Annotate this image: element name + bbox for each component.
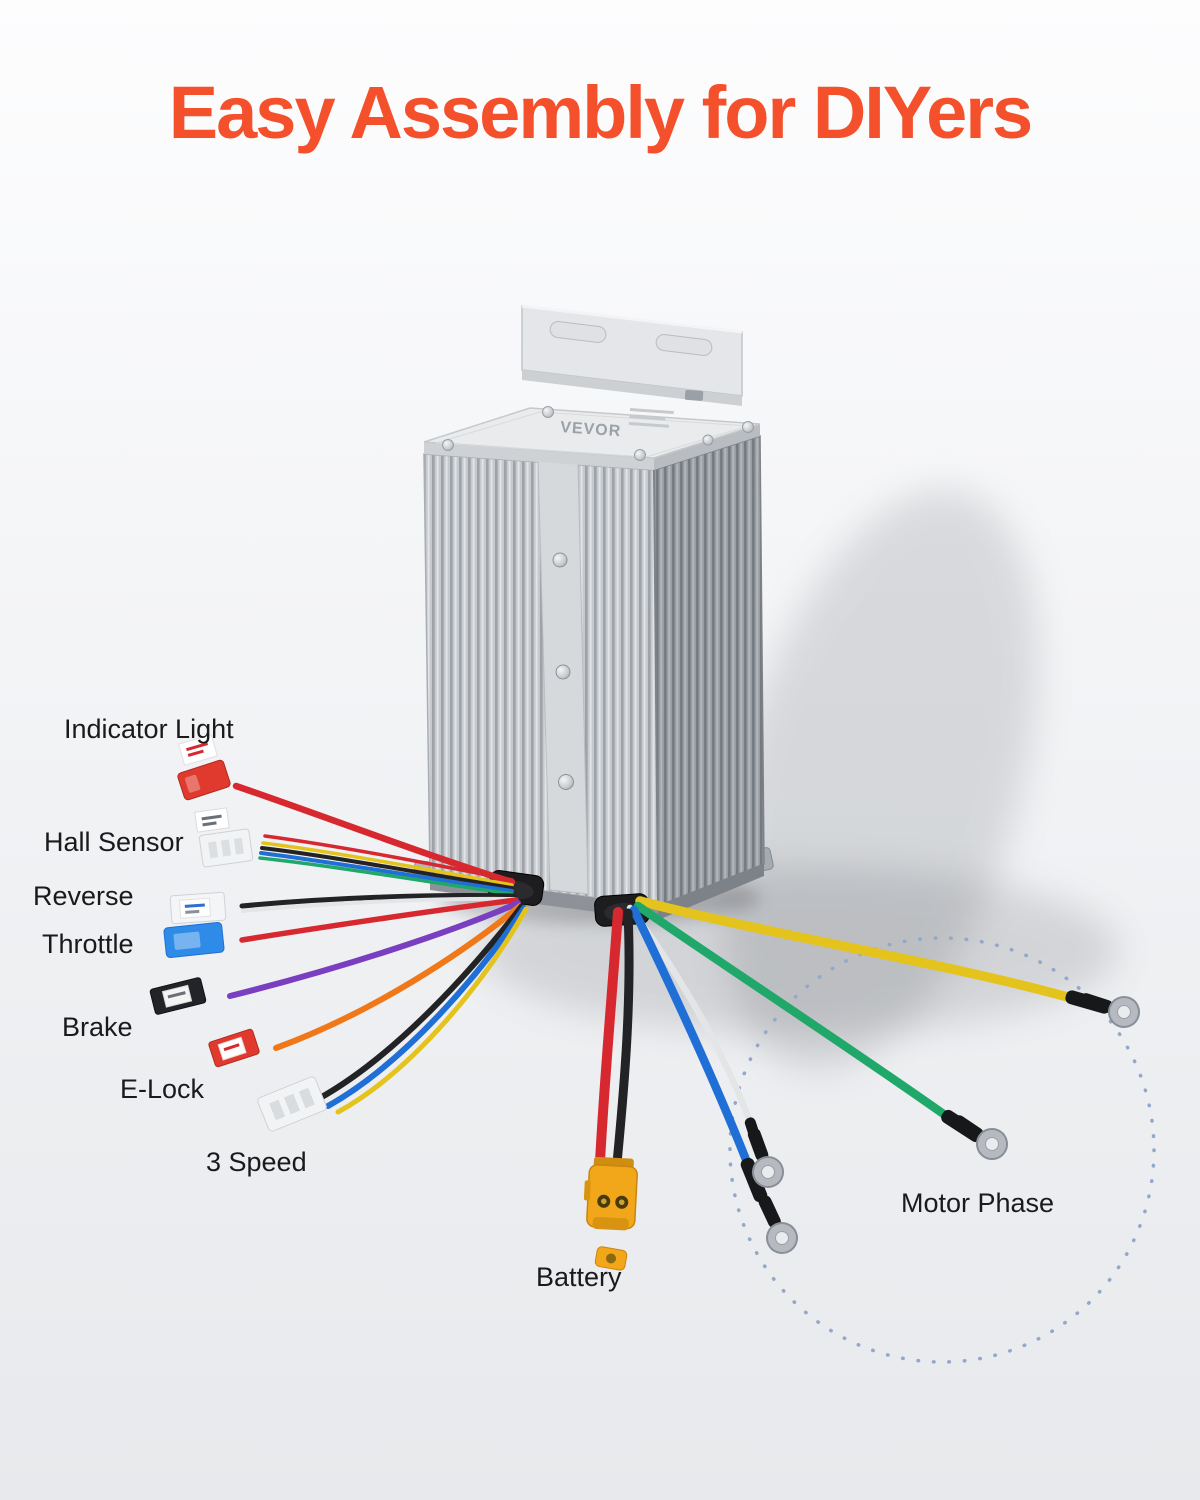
motor-phase-wire-green: [633, 901, 957, 1125]
page-title: Easy Assembly for DIYers: [168, 71, 1033, 154]
elock-wire-orange: [273, 903, 523, 1051]
indicator-light-sticker: [178, 734, 218, 766]
battery-connector-cap: [594, 1246, 628, 1271]
lid-edge-right: [654, 424, 760, 470]
throttle-connector: [163, 921, 225, 959]
three-speed-wire-yellow: [335, 906, 529, 1115]
battery-wire-black: [612, 908, 634, 1168]
label-hall-sensor: Hall Sensor: [44, 827, 184, 857]
bracket-slot: [655, 334, 713, 356]
battery-wire-red: [595, 907, 623, 1167]
motor-phase-dotted-circle: [728, 936, 1156, 1364]
reverse-wire-white: [241, 896, 516, 913]
hall-sensor-wire-yellow: [261, 841, 514, 887]
three-speed-wire-black: [317, 903, 525, 1101]
hall-sensor-sticker: [194, 807, 230, 833]
reverse-wire-black: [239, 892, 517, 909]
label-indicator-light: Indicator Light: [64, 714, 234, 744]
three-speed-wire-blue: [325, 905, 527, 1109]
label-battery: Battery: [536, 1262, 622, 1292]
controller-body: VEVOR: [423, 389, 765, 920]
label-e-lock: E-Lock: [120, 1074, 205, 1104]
hall-sensor-wire-green: [258, 856, 514, 896]
lid-screws: [442, 406, 754, 461]
hall-sensor-wire-red: [263, 834, 514, 882]
bottom-rim-right: [658, 864, 764, 920]
hall-sensor-connector: [198, 828, 254, 868]
elock-connector: [208, 1028, 260, 1068]
lid-spec-label: [628, 389, 704, 428]
right-harness-wires: [595, 896, 1083, 1201]
motor-phase-wire-yellow: [635, 896, 1083, 1005]
reverse-connector: [169, 891, 227, 925]
indicator-light-connector: [177, 759, 231, 801]
controller-right-face: [653, 434, 765, 908]
brand-logo: VEVOR: [560, 419, 622, 440]
brake-wire-purple: [227, 900, 521, 999]
hall-sensor-wire-black: [260, 846, 514, 890]
label-three-speed: 3 Speed: [206, 1147, 307, 1177]
throttle-wire-red: [239, 897, 519, 943]
mounting-bracket: [521, 304, 743, 406]
label-brake: Brake: [62, 1012, 133, 1042]
label-throttle: Throttle: [42, 929, 134, 959]
three-speed-connector: [257, 1076, 327, 1132]
bracket-slot: [549, 321, 607, 343]
label-reverse: Reverse: [33, 881, 134, 911]
hall-sensor-wire-blue: [259, 851, 514, 893]
brake-connector: [149, 977, 207, 1015]
label-motor-phase: Motor Phase: [901, 1188, 1055, 1218]
battery-xt90-connector: [583, 1156, 638, 1231]
indicator-light-wire: [232, 782, 516, 886]
strip-screws: [552, 552, 574, 790]
lid-edge-front: [424, 442, 654, 470]
left-harness-wires: [227, 782, 529, 1115]
